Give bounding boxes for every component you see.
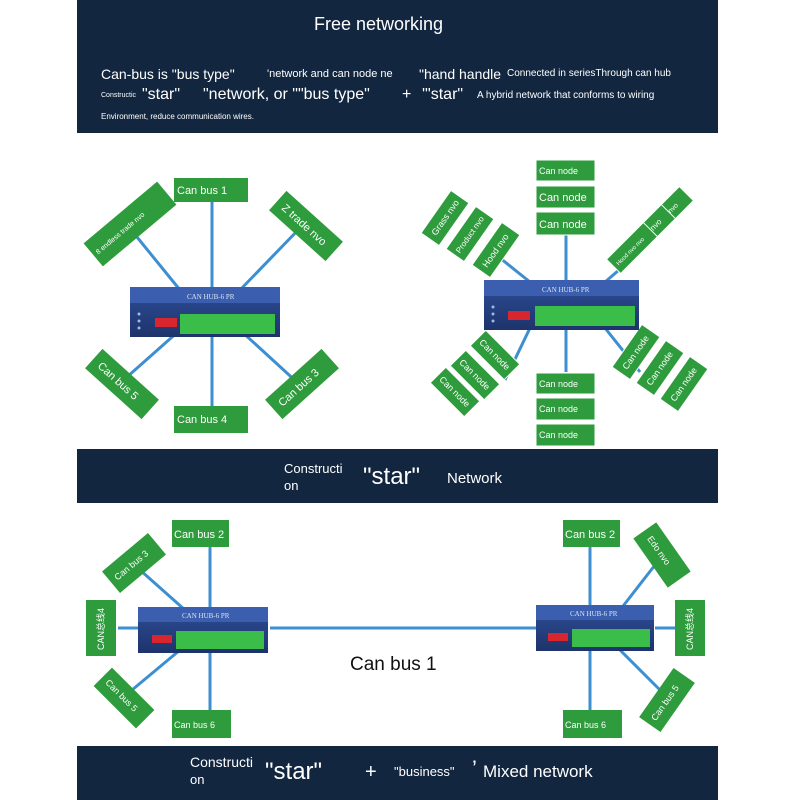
right-top-node-2: Can node xyxy=(535,185,596,209)
left-node-bottom-right: Can bus 3 xyxy=(265,348,339,420)
mixed-right-hub-label: CAN HUB-6 PR xyxy=(570,610,618,618)
header-line1-d: Connected in seriesThrough can hub xyxy=(507,68,671,79)
header-title: Free networking xyxy=(314,14,444,34)
header-line2-d: + xyxy=(402,86,412,103)
mixed-band-business: "business" xyxy=(394,764,455,779)
mixed-band-plus: + xyxy=(365,761,377,783)
left-node-top-label: Can bus 1 xyxy=(177,185,227,197)
mixed-band: Constructi on "star" + "business" ’ Mixe… xyxy=(77,746,718,800)
left-node-top-left: 8 endless trade nvo xyxy=(83,181,177,267)
mixed-left-node-bottom-label: Can bus 6 xyxy=(174,720,215,730)
mixed-right-node-top: Can bus 2 xyxy=(563,520,620,547)
right-hub: CAN HUB-6 PR xyxy=(484,280,639,330)
right-hub-label: CAN HUB-6 PR xyxy=(542,286,590,294)
header-line2-b: "star" xyxy=(142,86,181,103)
right-top-node-3-label: Can node xyxy=(539,219,587,231)
right-bottom-node-1-label: Can node xyxy=(539,379,578,389)
right-bottom-node-3: Can node xyxy=(535,423,596,447)
mixed-band-mixed: Mixed network xyxy=(483,762,593,781)
left-node-bottom-label: Can bus 4 xyxy=(177,414,227,426)
mixed-network: Can bus 2 Can bus 3 CAN总线4 Can bus 5 Can… xyxy=(86,520,705,738)
mixed-band-construction: Constructi xyxy=(190,754,254,770)
mixed-right-node-bottom: Can bus 6 xyxy=(563,710,622,738)
mixed-left-node-bottom-left: Can bus 5 xyxy=(93,667,155,729)
left-star-network: Can bus 1 8 endless trade nvo Z trade nv… xyxy=(83,178,343,433)
header-line2-a: Constructic xyxy=(101,92,137,99)
header-line2-f: A hybrid network that conforms to wiring xyxy=(477,90,655,101)
header-line3: Environment, reduce communication wires. xyxy=(101,112,254,121)
right-top-node-2-label: Can node xyxy=(539,192,587,204)
mixed-left-node-top: Can bus 2 xyxy=(172,520,229,547)
mixed-right-hub: CAN HUB-6 PR xyxy=(536,605,654,651)
header-line2-c: "network, or ""bus type" xyxy=(203,86,370,103)
right-top-node-1-label: Can node xyxy=(539,166,578,176)
mixed-band-star: "star" xyxy=(265,758,323,785)
mixed-right-node-top-label: Can bus 2 xyxy=(565,529,615,541)
mixed-right-node-top-right: Edo nvo xyxy=(633,522,691,588)
header-line2-e: '"star" xyxy=(422,86,464,103)
mixed-right-node-right-label: CAN总线4 xyxy=(684,608,695,650)
right-bottom-node-2-label: Can node xyxy=(539,404,578,414)
mixed-left-node-left-label: CAN总线4 xyxy=(95,608,106,650)
right-bottom-node-3-label: Can node xyxy=(539,430,578,440)
left-hub: CAN HUB-6 PR xyxy=(130,287,280,337)
header-line1-c: "hand handle xyxy=(419,66,502,82)
middle-bus-label: Can bus 1 xyxy=(350,654,437,675)
mixed-left-hub: CAN HUB-6 PR xyxy=(138,607,268,653)
mixed-right-node-bottom-label: Can bus 6 xyxy=(565,720,606,730)
header-line1-b: 'network and can node ne xyxy=(267,68,393,80)
left-node-top: Can bus 1 xyxy=(174,178,248,202)
right-bottom-left-node-2: Can node xyxy=(449,349,501,401)
mixed-left-node-top-label: Can bus 2 xyxy=(174,529,224,541)
right-top-node-3: Can node xyxy=(535,211,596,236)
header-line1-a: Can-bus is "bus type" xyxy=(101,66,235,82)
right-top-node-1: Can node xyxy=(535,159,596,182)
right-top-right-node-3: Hood nvo nvo xyxy=(605,221,659,275)
star-band-construction: Constructi xyxy=(284,461,343,476)
mixed-left-hub-label: CAN HUB-6 PR xyxy=(182,612,230,620)
star-band-network: Network xyxy=(447,470,503,487)
left-hub-label: CAN HUB-6 PR xyxy=(187,293,235,301)
right-bottom-node-2: Can node xyxy=(535,397,596,421)
left-star-cables xyxy=(117,200,302,410)
star-band: Constructi on "star" Network xyxy=(77,449,718,503)
header-band: Free networking Can-bus is "bus type" 'n… xyxy=(77,0,718,133)
mixed-right-node-right: CAN总线4 xyxy=(675,600,705,656)
left-node-bottom: Can bus 4 xyxy=(174,406,248,433)
right-star-network: Can node Can node Can node Grass nvo Pro… xyxy=(420,159,709,447)
mixed-left-node-left: CAN总线4 xyxy=(86,600,116,656)
star-band-construction-2: on xyxy=(284,478,299,493)
star-band-star: "star" xyxy=(363,463,421,490)
right-bottom-node-1: Can node xyxy=(535,372,596,395)
mixed-left-node-bottom: Can bus 6 xyxy=(172,710,231,738)
mixed-band-construction-2: on xyxy=(190,772,205,787)
mixed-band-apostrophe: ’ xyxy=(472,756,477,781)
